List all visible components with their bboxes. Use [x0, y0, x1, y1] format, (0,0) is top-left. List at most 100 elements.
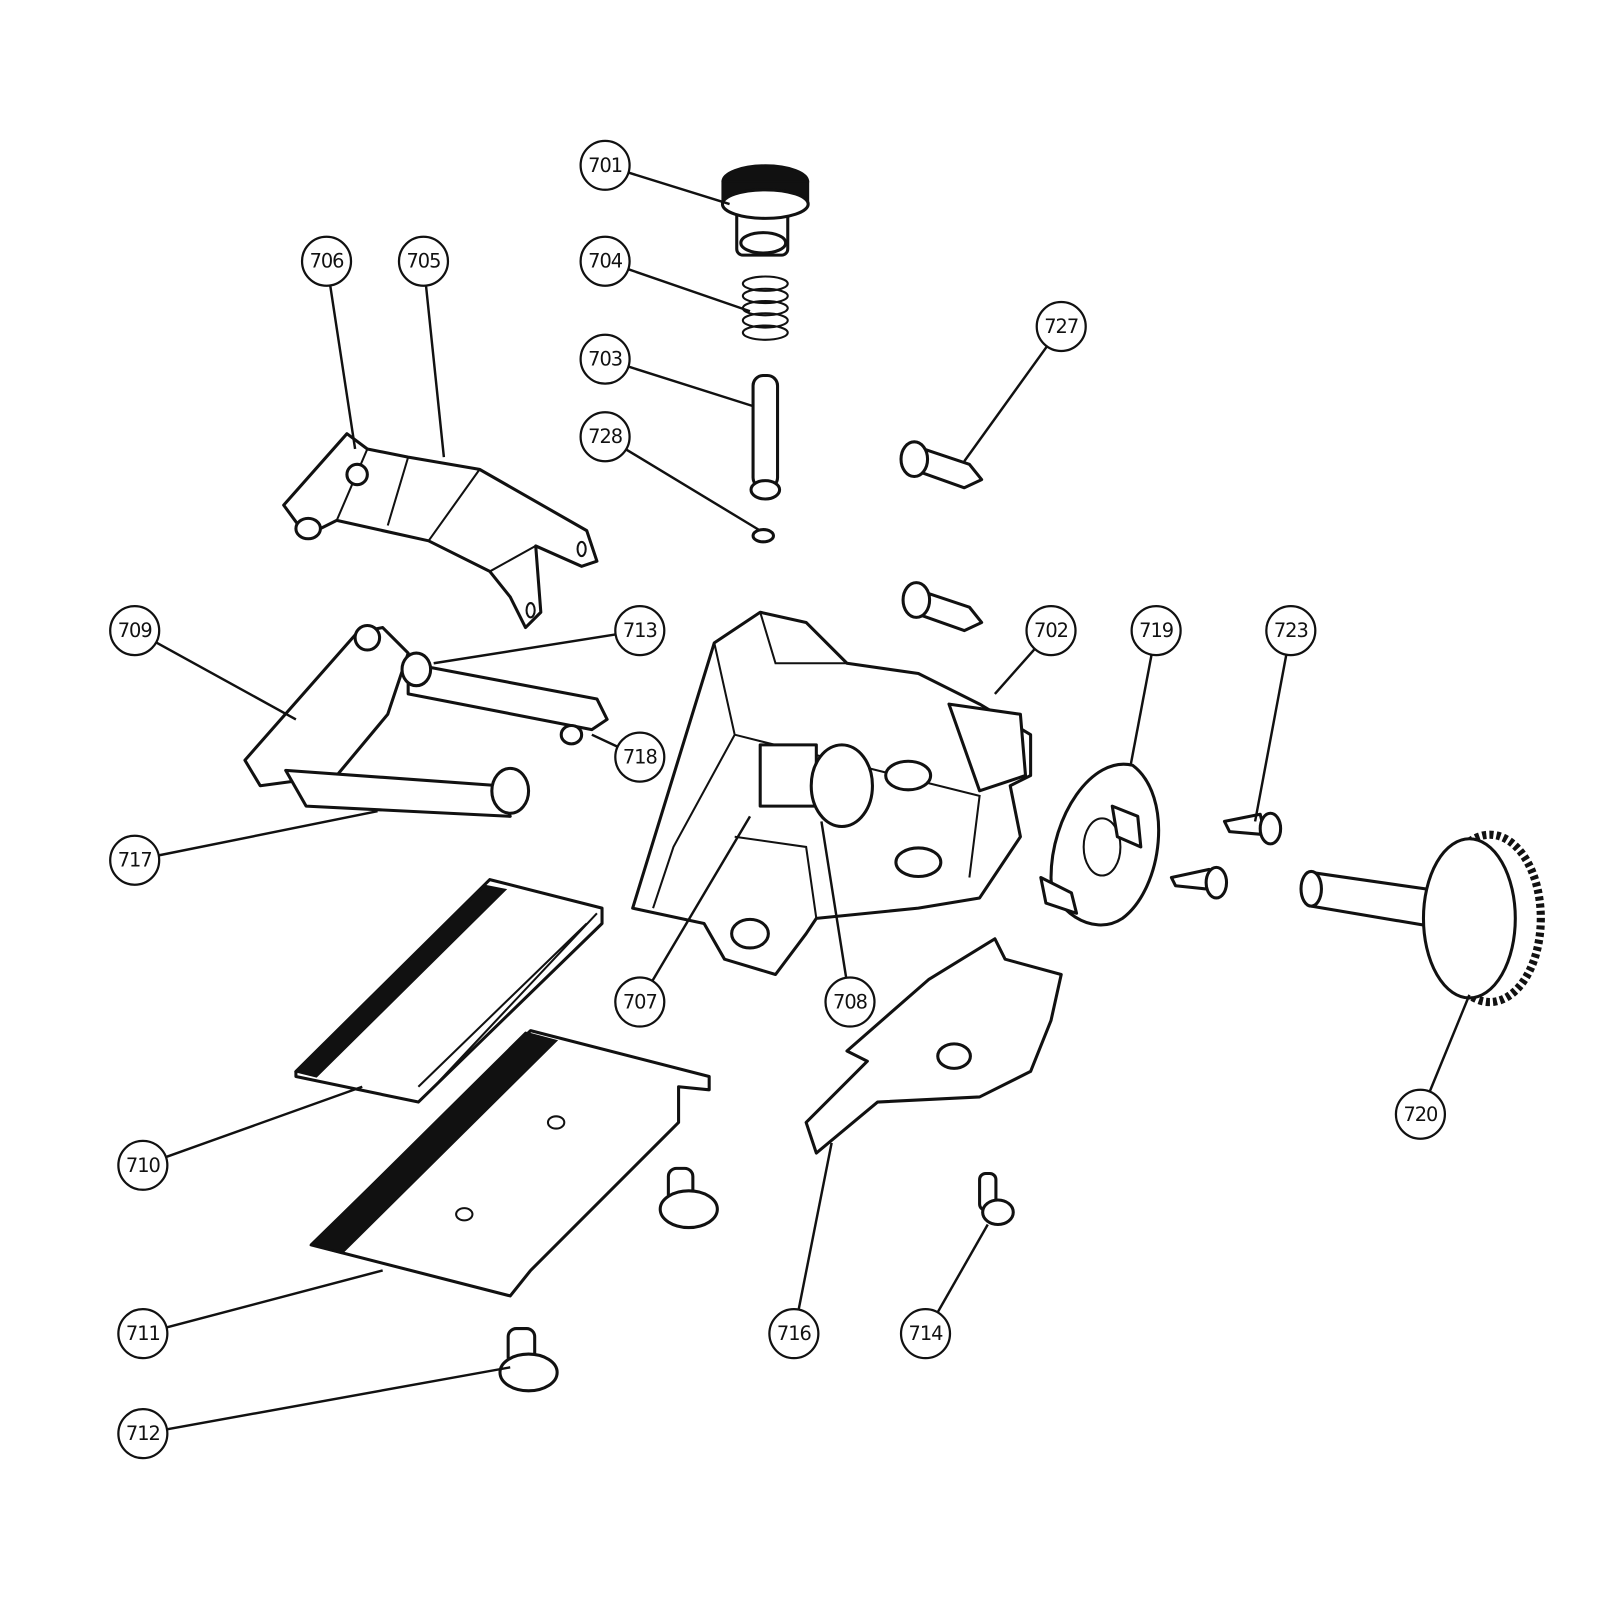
callout-720: 720: [1394, 1088, 1447, 1140]
callout-702: 702: [1025, 605, 1077, 657]
callout-circle: [614, 731, 666, 783]
callout-label: 713: [623, 619, 657, 642]
part-714-screw: [978, 1171, 1015, 1227]
callout-728: 728: [579, 411, 631, 463]
callout-712: 712: [117, 1408, 169, 1460]
callout-circle: [579, 333, 631, 385]
callout-713: 713: [614, 605, 666, 657]
leader-line-701: [628, 171, 730, 206]
leader-line-728: [625, 448, 761, 532]
callout-circle: [397, 235, 450, 287]
callout-716: 716: [768, 1308, 820, 1360]
leader-line-706: [329, 285, 357, 450]
callout-label: 701: [588, 154, 622, 177]
callout-label: 707: [623, 991, 657, 1014]
leader-line-718: [591, 733, 619, 748]
callout-label: 708: [833, 991, 867, 1014]
leader-line-727: [963, 345, 1048, 462]
callout-circle: [1394, 1088, 1447, 1140]
callout-label: 714: [909, 1322, 944, 1345]
callout-label: 703: [588, 348, 622, 371]
leader-line-716: [797, 1142, 833, 1310]
callout-709: 709: [109, 605, 161, 657]
callout-label: 706: [310, 250, 345, 273]
leader-line-712: [166, 1366, 511, 1431]
callout-circle: [300, 235, 353, 287]
callout-label: 727: [1044, 315, 1078, 338]
callout-label: 704: [588, 250, 623, 273]
callout-circle: [579, 235, 631, 287]
callout-circle: [579, 139, 631, 191]
part-709-lever: [243, 623, 609, 818]
leader-line-707: [651, 815, 752, 982]
part-703-pin: [749, 373, 782, 501]
part-728-clip: [751, 528, 775, 544]
part-727-screw: [899, 440, 984, 633]
callout-label: 723: [1274, 619, 1308, 642]
leader-line-702: [993, 648, 1036, 695]
callout-706: 706: [300, 235, 353, 287]
part-702-housing: [631, 610, 1033, 977]
callout-705: 705: [397, 235, 450, 287]
leader-line-719: [1129, 654, 1153, 766]
leader-line-720: [1428, 994, 1471, 1093]
callout-circle: [109, 834, 161, 886]
part-723-screw: [1169, 811, 1283, 900]
leader-line-717: [158, 810, 378, 857]
leader-line-709: [155, 641, 297, 721]
callout-710: 710: [117, 1139, 169, 1191]
part-704-spring: [741, 275, 789, 341]
callout-circle: [579, 411, 631, 463]
callout-label: 709: [118, 619, 152, 642]
leader-line-713: [433, 633, 616, 665]
callout-circle: [1035, 300, 1087, 353]
part-720-gear-shaft: [1299, 830, 1545, 1007]
callout-circle: [824, 976, 876, 1028]
leader-line-705: [424, 285, 446, 458]
part-701-cap: [720, 164, 810, 257]
callout-label: 710: [126, 1154, 161, 1177]
callout-703: 703: [579, 333, 631, 385]
callout-circle: [1265, 605, 1317, 657]
callout-circle: [1025, 605, 1077, 657]
leader-line-714: [936, 1223, 989, 1314]
leader-line-711: [166, 1269, 383, 1329]
callout-label: 705: [407, 250, 441, 273]
part-712-screw: [498, 1327, 559, 1393]
callout-circle: [768, 1308, 820, 1360]
callout-circle: [117, 1308, 169, 1360]
callout-label: 716: [777, 1322, 812, 1345]
callout-711: 711: [117, 1308, 169, 1360]
callout-704: 704: [579, 235, 631, 287]
callout-circle: [899, 1308, 952, 1360]
leader-line-704: [627, 268, 751, 313]
callout-label: 711: [126, 1322, 160, 1345]
leader-line-703: [628, 365, 754, 408]
part-screw: [658, 1166, 719, 1230]
callout-label: 702: [1034, 619, 1068, 642]
callout-label: 728: [588, 425, 622, 448]
part-705-bracket: [282, 432, 599, 630]
callout-circle: [117, 1408, 169, 1460]
leader-line-708: [820, 821, 848, 979]
callout-circle: [614, 976, 666, 1028]
callout-719: 719: [1130, 605, 1182, 657]
callout-727: 727: [1035, 300, 1087, 353]
callout-714: 714: [899, 1308, 952, 1360]
callout-718: 718: [614, 731, 666, 783]
callout-circle: [1130, 605, 1182, 657]
callout-723: 723: [1265, 605, 1317, 657]
part-711-blade: [309, 1029, 711, 1298]
callout-707: 707: [614, 976, 666, 1028]
part-719-plate: [1039, 762, 1161, 927]
callout-label: 712: [126, 1422, 160, 1445]
leader-line-710: [165, 1085, 363, 1159]
callout-717: 717: [109, 834, 161, 886]
part-716-guard: [804, 937, 1063, 1155]
callout-circle: [109, 605, 161, 657]
callout-circle: [614, 605, 666, 657]
leader-line-723: [1253, 654, 1288, 822]
callout-701: 701: [579, 139, 631, 191]
